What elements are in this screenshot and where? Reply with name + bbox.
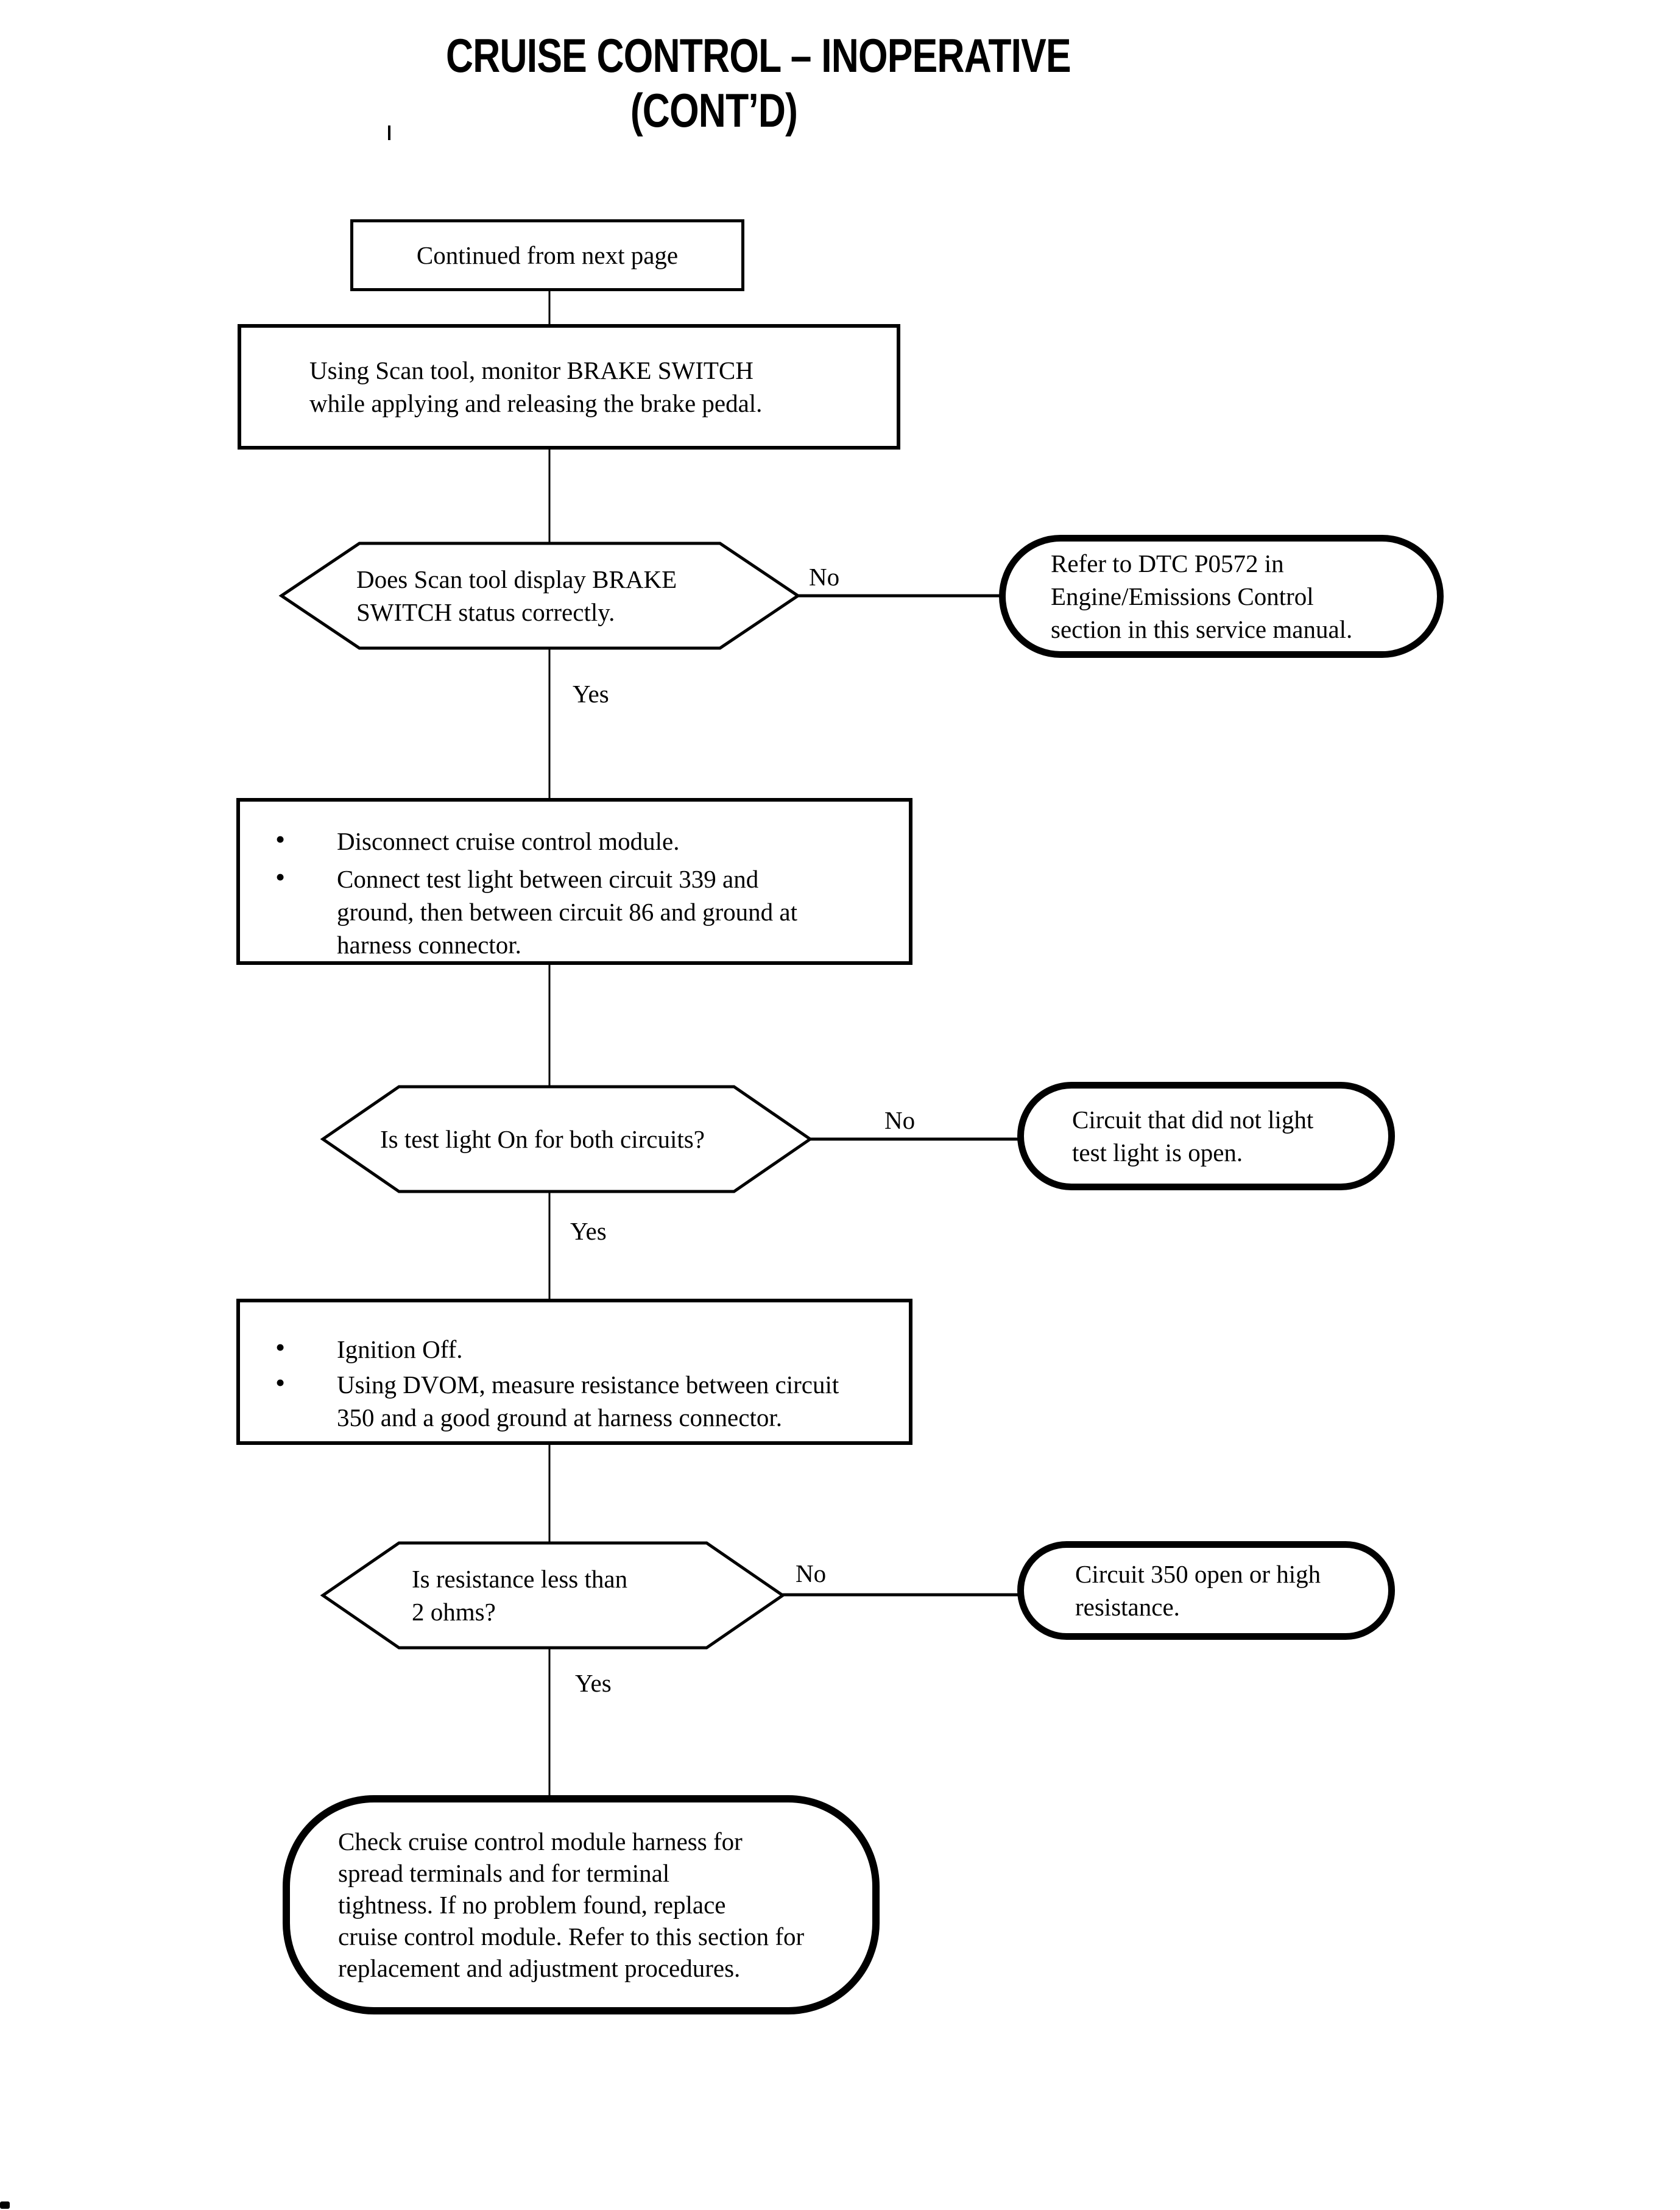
bullet-line: harness connector. [337,931,521,959]
decision2-yes-label: Yes [570,1217,607,1245]
decision3-no-label: No [796,1559,827,1587]
bullet-item: • Ignition Off. [240,1332,909,1366]
final-check-line: cruise control module. Refer to this sec… [338,1922,805,1951]
terminal-circuit-350-line: Circuit 350 open or high [1075,1560,1321,1588]
title-line-2: (CONT’D) [630,83,798,137]
decision-test-light-text: Is test light On for both circuits? [380,1087,770,1191]
terminal-dtc-node: Refer to DTC P0572 in Engine/Emissions C… [999,535,1444,658]
bullet-line: Using DVOM, measure resistance between c… [337,1371,839,1399]
decision-resistance-hexagon [320,1541,786,1650]
terminal-dtc-line: section in this service manual. [1051,615,1353,643]
decision2-no-label: No [884,1106,916,1134]
bullet-line: Disconnect cruise control module. [337,827,680,855]
decision1-no-label: No [809,563,840,591]
terminal-circuit-open-line: test light is open. [1072,1139,1243,1167]
bullet-line: Connect test light between circuit 339 a… [337,865,759,893]
terminal-dtc-line: Refer to DTC P0572 in [1051,549,1284,577]
process-dvom-bullets: • Ignition Off. • Using DVOM, measure re… [240,1332,909,1434]
decision-resistance-line: 2 ohms? [412,1598,496,1626]
final-check-line: replacement and adjustment procedures. [338,1954,741,1982]
page-title: CRUISE CONTROL – INOPERATIVE (CONT’D) [379,28,1071,138]
decision-test-light-hexagon [320,1085,813,1193]
process-scan-tool-box: Using Scan tool, monitor BRAKE SWITCH wh… [238,324,900,450]
title-line-1: CRUISE CONTROL – INOPERATIVE [446,29,1071,82]
scan-artifact-mark [388,125,390,140]
process-dvom-box: • Ignition Off. • Using DVOM, measure re… [236,1299,912,1445]
bullet-dot: • [275,824,286,855]
scan-artifact-corner [0,2201,10,2209]
bullet-dot: • [275,1367,286,1398]
process-test-light-bullets: • Disconnect cruise control module. • Co… [240,824,909,961]
bullet-dot: • [275,861,286,892]
decision1-yes-label: Yes [573,680,609,708]
bullet-line: ground, then between circuit 86 and grou… [337,898,797,926]
decision-brake-switch-line: Does Scan tool display BRAKE [356,565,677,593]
decision3-yes-label: Yes [575,1669,612,1697]
terminal-circuit-open-node: Circuit that did not light test light is… [1017,1082,1395,1190]
bullet-dot: • [275,1332,286,1363]
final-check-line: spread terminals and for terminal [338,1859,670,1887]
bullet-item: • Using DVOM, measure resistance between… [240,1367,909,1434]
bullet-item: • Disconnect cruise control module. [240,824,909,858]
terminal-circuit-open-line: Circuit that did not light [1072,1106,1314,1134]
process-test-light-box: • Disconnect cruise control module. • Co… [236,798,912,965]
bullet-item: • Connect test light between circuit 339… [240,861,909,961]
decision-resistance-line: Is resistance less than [412,1565,628,1593]
final-check-node: Check cruise control module harness for … [283,1795,880,2014]
terminal-circuit-350-node: Circuit 350 open or high resistance. [1017,1541,1395,1640]
start-node-text: Continued from next page [416,241,679,269]
decision-resistance-text: Is resistance less than 2 ohms? [412,1543,753,1648]
decision-brake-switch-hexagon [278,542,801,650]
start-node: Continued from next page [350,219,744,291]
final-check-line: tightness. If no problem found, replace [338,1891,726,1919]
final-check-line: Check cruise control module harness for [338,1827,743,1855]
bullet-line: Ignition Off. [337,1335,463,1363]
terminal-circuit-350-line: resistance. [1075,1593,1180,1621]
process-scan-tool-line: while applying and releasing the brake p… [309,389,763,417]
decision-brake-switch-text: Does Scan tool display BRAKE SWITCH stat… [356,543,758,648]
bullet-line: 350 and a good ground at harness connect… [337,1403,782,1432]
terminal-dtc-line: Engine/Emissions Control [1051,582,1314,610]
decision-brake-switch-line: SWITCH status correctly. [356,598,615,626]
process-scan-tool-line: Using Scan tool, monitor BRAKE SWITCH [309,356,754,384]
decision-test-light-line: Is test light On for both circuits? [380,1125,705,1153]
